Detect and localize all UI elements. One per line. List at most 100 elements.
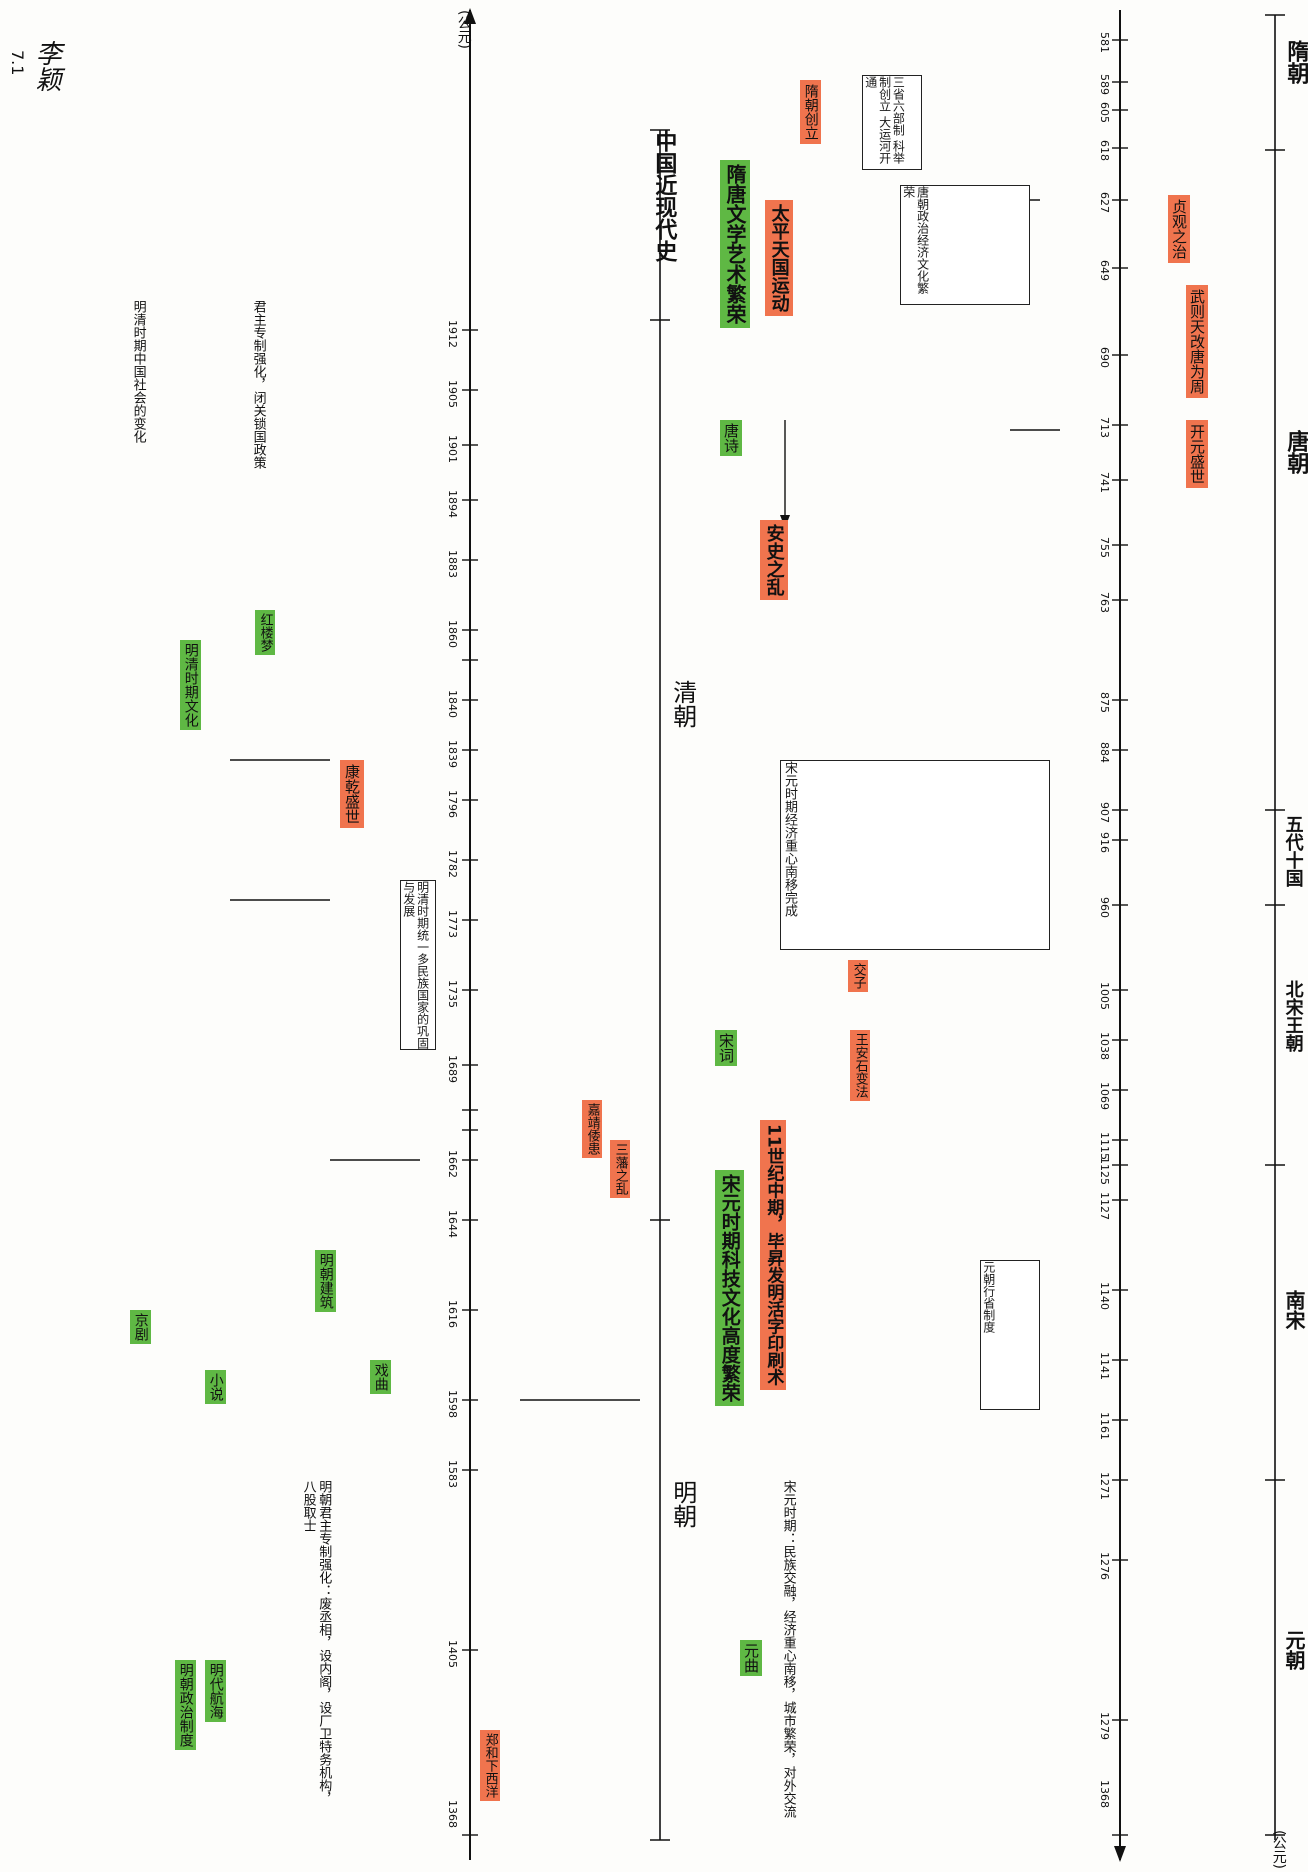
culture-song-tech: 宋元时期科技文化高度繁荣 [715, 1170, 744, 1406]
event-kangqian: 康乾盛世 [340, 760, 364, 828]
year-tick: 1038 [1098, 1032, 1112, 1060]
year-tick: 1276 [1098, 1552, 1112, 1580]
year-tick: 1860 [446, 620, 460, 648]
year-tick: 1912 [446, 320, 460, 348]
top-axis-arrow [1114, 1846, 1126, 1862]
year-tick: 1689 [446, 1055, 460, 1083]
year-tick: 1368 [446, 1800, 460, 1828]
year-tick: 1140 [1098, 1282, 1112, 1310]
year-tick: 649 [1098, 260, 1112, 281]
year-tick: 1115 [1098, 1132, 1112, 1160]
bottom-axis-arrow [464, 8, 476, 24]
dynasty-wudai: 五代十国 [1282, 815, 1304, 887]
bottom-axis-start-label: (公元) [455, 10, 472, 49]
year-tick: 1662 [446, 1150, 460, 1178]
bottom-axis-ticks [462, 329, 478, 1836]
year-tick: 1141 [1098, 1352, 1112, 1380]
year-tick: 581 [1098, 32, 1112, 53]
culture-xiaoshuo: 小说 [205, 1370, 226, 1404]
year-tick: 1161 [1098, 1412, 1112, 1440]
qing-notes-1: 明清时期中国社会的变化 [130, 300, 146, 443]
year-tick: 589 [1098, 74, 1112, 95]
year-tick: 875 [1098, 692, 1112, 713]
year-tick: 884 [1098, 742, 1112, 763]
note-song-econ: 宋元时期经济重心南移完成 [780, 760, 1050, 950]
event-jiaozi: 交子 [848, 960, 868, 992]
year-tick: 1773 [446, 910, 460, 938]
event-zhenguan: 贞观之治 [1168, 195, 1190, 263]
year-tick: 1905 [446, 380, 460, 408]
year-tick: 713 [1098, 417, 1112, 438]
culture-ming-arch: 明朝建筑 [315, 1250, 336, 1312]
year-tick: 618 [1098, 140, 1112, 161]
top-axis-end-label: (公元) [1270, 1830, 1287, 1869]
year-tick: 763 [1098, 592, 1112, 613]
event-sanfan: 三藩之乱 [610, 1140, 630, 1198]
year-tick: 1271 [1098, 1472, 1112, 1500]
culture-qing: 明清时期文化 [180, 640, 201, 730]
year-tick: 690 [1098, 347, 1112, 368]
culture-tang-arts: 隋唐文学艺术繁荣 [720, 160, 750, 328]
modern-history-header: 中国近现代史 [651, 130, 677, 262]
year-tick: 1005 [1098, 982, 1112, 1010]
event-kaiyuan: 开元盛世 [1186, 420, 1208, 488]
dynasty-nansong: 南宋 [1282, 1290, 1306, 1330]
signature-name: 李颖 [31, 40, 62, 92]
year-tick: 1894 [446, 490, 460, 518]
note-song-econ-text: 宋元时期经济重心南移完成 [781, 761, 797, 917]
year-tick: 627 [1098, 192, 1112, 213]
note-tang-text: 唐朝政治经济文化繁荣 [901, 186, 930, 294]
culture-ming-econ: 明朝政治制度 [175, 1660, 196, 1750]
culture-honglou: 红楼梦 [255, 610, 275, 655]
event-jiajing: 嘉靖倭患 [582, 1100, 602, 1158]
note-tang: 唐朝政治经济文化繁荣 [900, 185, 1030, 305]
year-tick: 1069 [1098, 1082, 1112, 1110]
event-zhenghe: 郑和下西洋 [480, 1730, 500, 1801]
year-tick: 1735 [446, 980, 460, 1008]
note-qing-summary: 明清时期统一多民族国家的巩固与发展 [400, 880, 436, 1050]
top-axis-ticks [1112, 39, 1128, 1836]
note-sui-text: 三省六部制 科举制创立 大运河开通 [863, 76, 906, 164]
year-tick: 1368 [1098, 1780, 1112, 1808]
culture-yuanqu: 元曲 [740, 1640, 762, 1676]
year-tick: 1782 [446, 850, 460, 878]
qing-notes-2: 君主专制强化，闭关锁国政策 [250, 300, 266, 469]
note-yuan-rule: 元朝行省制度 [980, 1260, 1040, 1410]
year-tick: 1901 [446, 435, 460, 463]
ming-notes: 明朝君主专制强化：废丞相，设内阁，设厂卫特务机构，八股取士 [300, 1480, 332, 1805]
year-tick: 960 [1098, 897, 1112, 918]
dynasty-yuan: 元朝 [1282, 1630, 1306, 1670]
culture-ming-ocean: 明代航海 [205, 1660, 226, 1722]
dynasty-beisong: 北宋王朝 [1282, 980, 1304, 1052]
year-tick: 1583 [446, 1460, 460, 1488]
year-tick: 1127 [1098, 1192, 1112, 1220]
year-tick: 1644 [446, 1210, 460, 1238]
dynasty-qing: 清朝 [668, 680, 697, 728]
note-sui: 三省六部制 科举制创立 大运河开通 [862, 75, 922, 170]
year-tick: 1883 [446, 550, 460, 578]
event-bisheng: 11世纪中期，毕昇发明活字印刷术 [760, 1120, 787, 1390]
dynasty-ming: 明朝 [668, 1480, 697, 1528]
year-tick: 1598 [446, 1390, 460, 1418]
event-taiping: 太平天国运动 [765, 200, 793, 316]
year-tick: 916 [1098, 832, 1112, 853]
event-jiachang: 隋朝创立 [800, 80, 821, 144]
year-tick: 1616 [446, 1300, 460, 1328]
year-tick: 1796 [446, 790, 460, 818]
event-anshi: 安史之乱 [760, 520, 788, 600]
dynasty-sui: 隋朝 [1283, 40, 1308, 84]
event-wuzetian: 武则天改唐为周 [1186, 285, 1208, 398]
year-tick: 1125 [1098, 1157, 1112, 1185]
culture-jingju: 京剧 [130, 1310, 151, 1344]
culture-tangshi: 唐诗 [720, 420, 742, 456]
culture-songci: 宋词 [715, 1030, 737, 1066]
year-tick: 907 [1098, 802, 1112, 823]
yuan-notes: 宋元时期：民族交融，经济重心南移，城市繁荣，对外交流 [780, 1480, 796, 1818]
year-tick: 1839 [446, 740, 460, 768]
event-wanganshi: 王安石变法 [850, 1030, 870, 1101]
year-tick: 605 [1098, 102, 1112, 123]
note-yuan-rule-text: 元朝行省制度 [981, 1261, 996, 1333]
culture-drama: 戏曲 [370, 1360, 391, 1394]
